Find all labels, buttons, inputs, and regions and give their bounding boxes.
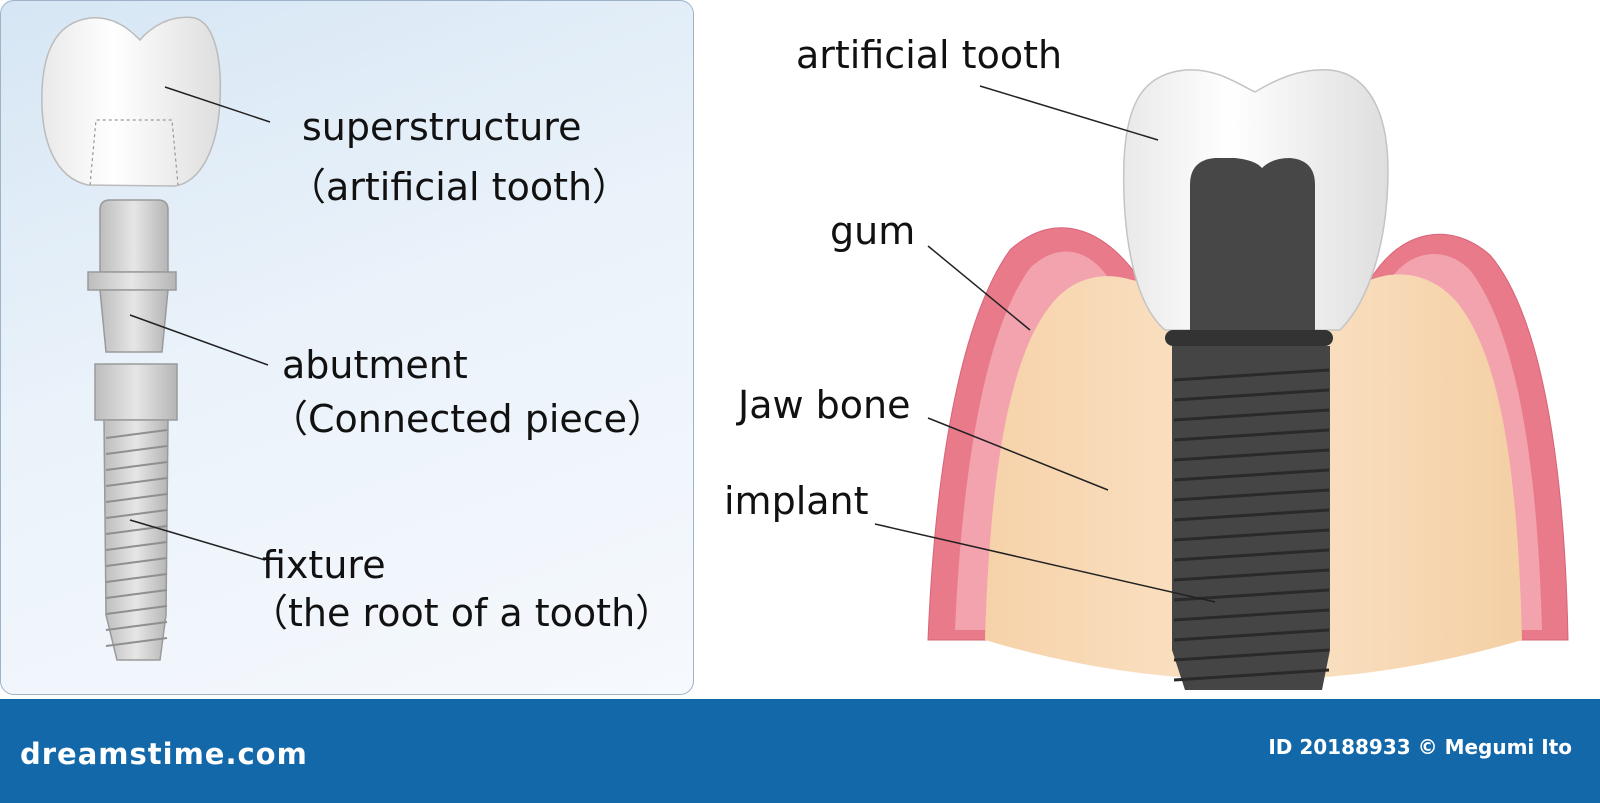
- implant-thread: [1173, 488, 1330, 502]
- implant-thread: [1173, 548, 1330, 562]
- implant-collar: [1165, 330, 1333, 346]
- implant-thread: [1173, 388, 1330, 402]
- implant-thread: [1173, 448, 1330, 462]
- implant-thread: [1173, 368, 1330, 382]
- crown-cavity-outline: [89, 119, 179, 186]
- leader-artificial-tooth: [979, 85, 1159, 141]
- label-abutment-sub: （Connected piece）: [270, 397, 666, 441]
- leader-fixture: [129, 519, 266, 561]
- implant-thread: [1173, 528, 1330, 542]
- leader-jaw-bone: [927, 417, 1109, 491]
- implant-abutment-post: [1190, 158, 1315, 335]
- implant-thread: [1173, 608, 1330, 622]
- leader-abutment: [129, 314, 269, 366]
- fixture-thread: [105, 557, 168, 567]
- label-jaw-bone: Jaw bone: [738, 383, 911, 427]
- fixture-thread: [105, 637, 168, 647]
- label-fixture: fixture: [262, 543, 386, 587]
- leader-superstructure: [164, 86, 271, 123]
- implant-thread: [1173, 648, 1330, 662]
- label-gum: gum: [830, 209, 916, 253]
- label-superstructure-sub: （artificial tooth）: [288, 165, 631, 209]
- image-credit: ID 20188933 © Megumi Ito: [1268, 735, 1572, 759]
- fixture-thread: [105, 493, 168, 503]
- fixture-thread: [105, 445, 168, 455]
- implant-thread: [1173, 568, 1330, 582]
- leader-implant: [874, 523, 1216, 603]
- label-superstructure: superstructure: [302, 105, 582, 149]
- brand-watermark[interactable]: dreamstime.com: [20, 737, 308, 771]
- label-implant: implant: [724, 479, 869, 523]
- label-fixture-sub: （the root of a tooth）: [250, 591, 674, 635]
- label-artificial-tooth: artificial tooth: [796, 33, 1063, 77]
- leader-gum: [927, 245, 1031, 331]
- fixture-thread: [105, 605, 168, 615]
- implant-threads: [1173, 368, 1330, 682]
- abutment-part: [87, 199, 177, 353]
- fixture-thread: [105, 477, 168, 487]
- fixture-thread: [105, 509, 168, 519]
- leader-lines: [129, 85, 1216, 603]
- implant-thread: [1173, 428, 1330, 442]
- footer-bar: dreamstime.com ID 20188933 © Megumi Ito: [0, 699, 1600, 803]
- superstructure-crown: [41, 16, 222, 187]
- fixture-thread: [105, 541, 168, 551]
- implant-thread: [1173, 508, 1330, 522]
- fixture-thread: [105, 621, 168, 631]
- fixture-part: [94, 363, 178, 661]
- fixture-thread: [105, 429, 168, 439]
- label-abutment: abutment: [282, 343, 468, 387]
- implant-thread: [1173, 468, 1330, 482]
- fixture-thread: [105, 589, 168, 599]
- implant-thread: [1173, 668, 1330, 682]
- implant-thread: [1173, 408, 1330, 422]
- implant-thread: [1173, 628, 1330, 642]
- fixture-thread: [105, 573, 168, 583]
- fixture-thread: [105, 461, 168, 471]
